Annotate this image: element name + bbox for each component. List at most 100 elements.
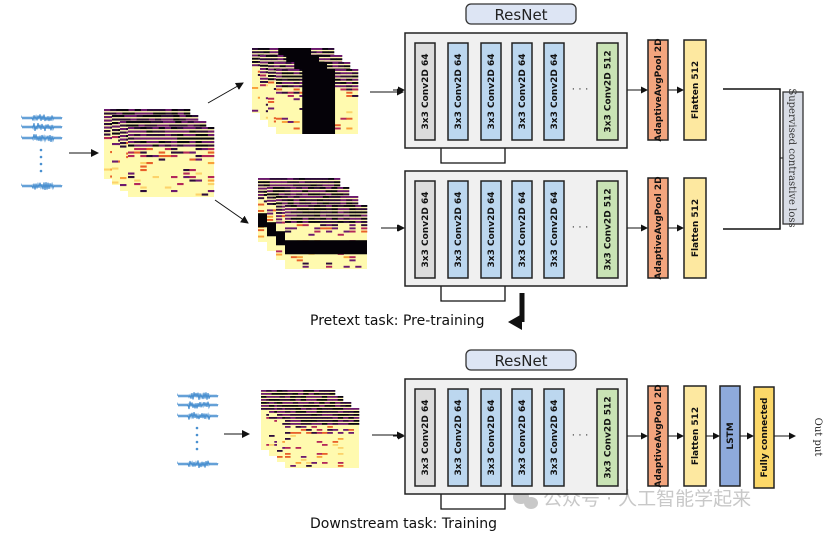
waveform xyxy=(177,412,219,420)
spectrogram-cell xyxy=(343,211,350,214)
spectrogram-cell xyxy=(261,396,267,398)
spectrogram-cell xyxy=(195,148,203,151)
spectrogram-cell xyxy=(300,420,307,422)
spectrogram-cell xyxy=(167,115,174,118)
spectrogram-cell xyxy=(276,72,283,75)
spectrogram-cell xyxy=(134,134,141,137)
conv-block-3: 3x3 Conv2D 64 xyxy=(480,42,502,141)
spectrogram-cell xyxy=(332,411,339,413)
downstream-pool-rect xyxy=(647,385,669,487)
spectrogram-cell xyxy=(353,420,360,422)
spectrogram-cell xyxy=(269,51,276,54)
spectrogram-cell xyxy=(305,202,312,205)
spectrogram-cell xyxy=(128,172,135,175)
spectrogram-cell xyxy=(252,54,259,57)
spectrogram-cell xyxy=(124,118,131,121)
spectrogram-cell xyxy=(298,405,304,407)
waveform-ellipsis-dot xyxy=(195,447,199,451)
spectrogram-cell xyxy=(285,417,291,419)
spectrogram-cell xyxy=(201,141,209,144)
conv-block-3-rect xyxy=(480,388,502,487)
spectrogram-cell xyxy=(201,134,209,137)
spectrogram-cell xyxy=(274,396,280,398)
spectrogram-cell xyxy=(337,205,344,207)
spectrogram-cell xyxy=(140,137,147,140)
spectrogram-cell xyxy=(349,217,356,220)
spectrogram-cell xyxy=(285,214,292,217)
spectrogram-cell xyxy=(207,162,215,165)
spectrogram-cell xyxy=(290,465,296,467)
spectrogram-cell xyxy=(346,91,353,94)
conv-block-3: 3x3 Conv2D 64 xyxy=(480,388,502,487)
conv-block-1-label: 3x3 Conv2D 64 xyxy=(421,54,431,130)
spectrogram-cell xyxy=(322,444,328,446)
spectrogram-cell xyxy=(112,136,119,139)
spectrogram-cell xyxy=(296,256,303,259)
spectrogram-cell xyxy=(337,411,344,413)
spectrogram-cell xyxy=(195,137,203,140)
spectrogram-cell xyxy=(199,121,207,124)
spectrogram-cell xyxy=(146,130,153,133)
conv-block-5: 3x3 Conv2D 64 xyxy=(543,42,565,141)
spectrogram-cell xyxy=(326,62,333,64)
spectrogram-cell xyxy=(287,196,294,198)
spectrogram-cell xyxy=(316,417,323,419)
spectrogram-cell xyxy=(319,405,325,407)
spectrogram-cell xyxy=(345,402,352,404)
spectrogram-cell xyxy=(314,221,321,223)
spectrogram-cell xyxy=(293,178,300,180)
spectrogram-cell xyxy=(311,420,318,422)
spectrogram-cell xyxy=(352,95,359,97)
spectrogram-cell xyxy=(134,144,141,147)
spectrogram-cell xyxy=(293,88,300,91)
spectrogram-cell xyxy=(207,144,215,147)
spectrogram-cell xyxy=(337,211,344,214)
spectrogram-cell xyxy=(269,408,275,410)
spectrogram-cell xyxy=(361,227,368,230)
spectrogram-cell xyxy=(327,411,333,413)
spectrogram-cell xyxy=(314,211,321,214)
spectrogram-cell xyxy=(295,447,302,449)
spectrogram-cell xyxy=(171,155,178,158)
spectrogram-cell xyxy=(258,178,265,180)
spectrogram-cell xyxy=(348,408,355,410)
spectrogram-cell xyxy=(319,193,326,196)
branch-1-flatten: Flatten 512 xyxy=(683,39,707,141)
spectrogram-cell xyxy=(116,112,123,115)
branch-2-flatten-rect xyxy=(683,177,707,279)
spectrogram-cell xyxy=(267,187,274,189)
spectrogram-cell xyxy=(134,183,141,186)
spectrogram-cell xyxy=(112,125,119,128)
spectrogram-cell xyxy=(268,81,275,84)
spectrogram-cell xyxy=(258,235,265,238)
spectrogram-cell xyxy=(183,109,191,112)
spectrogram-cell xyxy=(353,414,360,416)
spectrogram-cell xyxy=(337,217,344,220)
time-masked-stack-3 xyxy=(276,69,359,134)
conv-block-2-rect xyxy=(447,42,469,141)
spectrogram-cell xyxy=(120,138,127,141)
conv-block-2: 3x3 Conv2D 64 xyxy=(447,180,469,279)
spectrogram-cell xyxy=(337,208,344,211)
spectrogram-cell xyxy=(311,414,318,416)
spectrogram-cell xyxy=(337,221,344,223)
spectrogram-cell xyxy=(308,214,315,217)
spectrogram-cell xyxy=(335,405,341,407)
spectrogram-cell xyxy=(322,417,328,419)
spectrogram-cell xyxy=(201,155,209,158)
spectrogram-cell xyxy=(337,396,344,398)
spectrogram-cell xyxy=(164,127,172,130)
spectrogram-cell xyxy=(300,414,307,416)
spectrogram-cell xyxy=(316,432,323,434)
conv-block-3-rect xyxy=(480,42,502,141)
spectrogram-cell xyxy=(320,227,327,230)
waveform-ellipsis-dot xyxy=(39,169,43,173)
spectrogram-cell xyxy=(136,118,144,121)
spectrogram-cell xyxy=(320,224,327,227)
spectrogram-cell xyxy=(328,48,335,50)
spectrogram-cell xyxy=(310,51,317,54)
spectrogram-cell xyxy=(326,224,333,227)
spectrogram-cell xyxy=(276,82,283,84)
spectrogram-cell xyxy=(285,423,291,425)
